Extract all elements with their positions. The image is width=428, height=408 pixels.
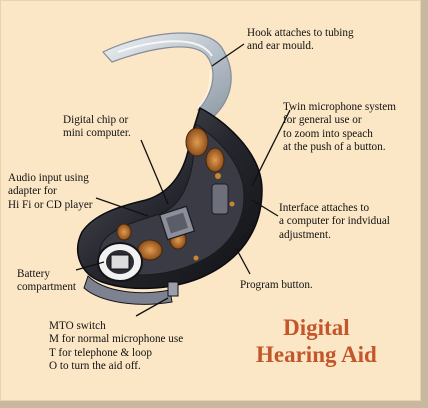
title-line-2: Hearing Aid [256, 342, 377, 367]
ear-hook [102, 32, 232, 119]
label-hook: Hook attaches to tubing and ear mould. [247, 27, 354, 53]
leader-chip [140, 139, 169, 205]
label-digital-chip: Digital chip or mini computer. [63, 114, 131, 140]
label-audio-input: Audio input using adapter for Hi Fi or C… [8, 172, 93, 211]
leader-battery [75, 261, 105, 271]
leader-lines [75, 43, 291, 317]
title-line-1: Digital [283, 315, 350, 340]
label-twin-microphone: Twin microphone system for general use o… [283, 101, 396, 154]
leader-interface [251, 199, 279, 217]
digital-chip [158, 205, 196, 241]
label-program-button: Program button. [240, 279, 313, 291]
label-interface: Interface attaches to a computer for ind… [279, 202, 390, 241]
leader-program [235, 247, 251, 275]
label-battery: Battery compartment [17, 268, 77, 294]
mto-switch-housing [83, 275, 179, 305]
leader-audio-input [95, 197, 149, 217]
label-mto-switch: MTO switch M for normal microphone use T… [49, 320, 184, 373]
diagram-title: Digital Hearing Aid [256, 314, 377, 368]
leader-twin-mic [251, 109, 291, 187]
leader-mto [135, 297, 169, 317]
battery-compartment [97, 242, 143, 282]
leader-hook [211, 43, 245, 67]
